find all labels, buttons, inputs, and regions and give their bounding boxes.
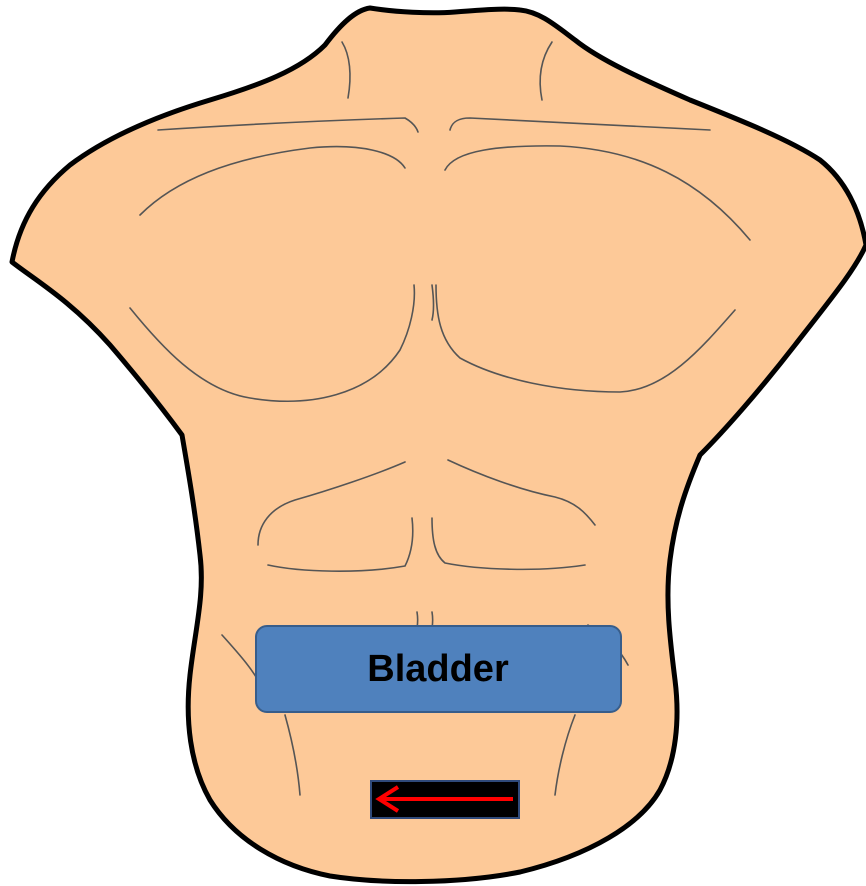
direction-arrow [371,781,519,818]
bladder-label: Bladder [256,626,621,712]
bladder-label-text: Bladder [367,648,509,690]
torso-outline [12,8,866,882]
